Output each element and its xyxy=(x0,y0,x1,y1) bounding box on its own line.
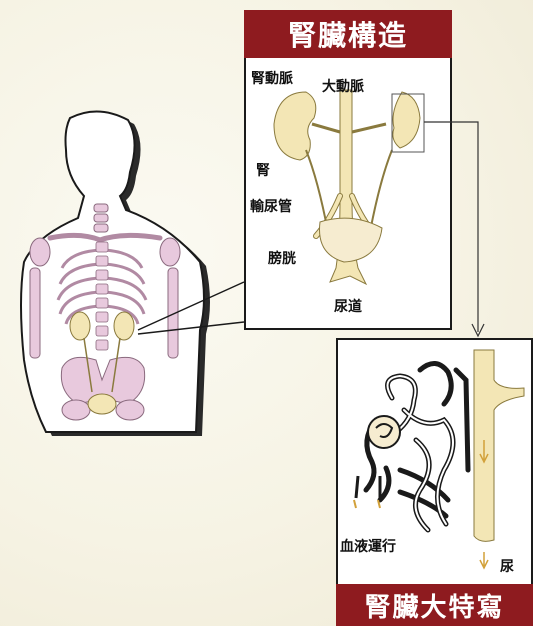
closeup-title: 腎臟大特寫 xyxy=(336,584,533,626)
label-urine: 尿 xyxy=(500,556,514,576)
label-blood-flow: 血液運行 xyxy=(340,536,396,556)
